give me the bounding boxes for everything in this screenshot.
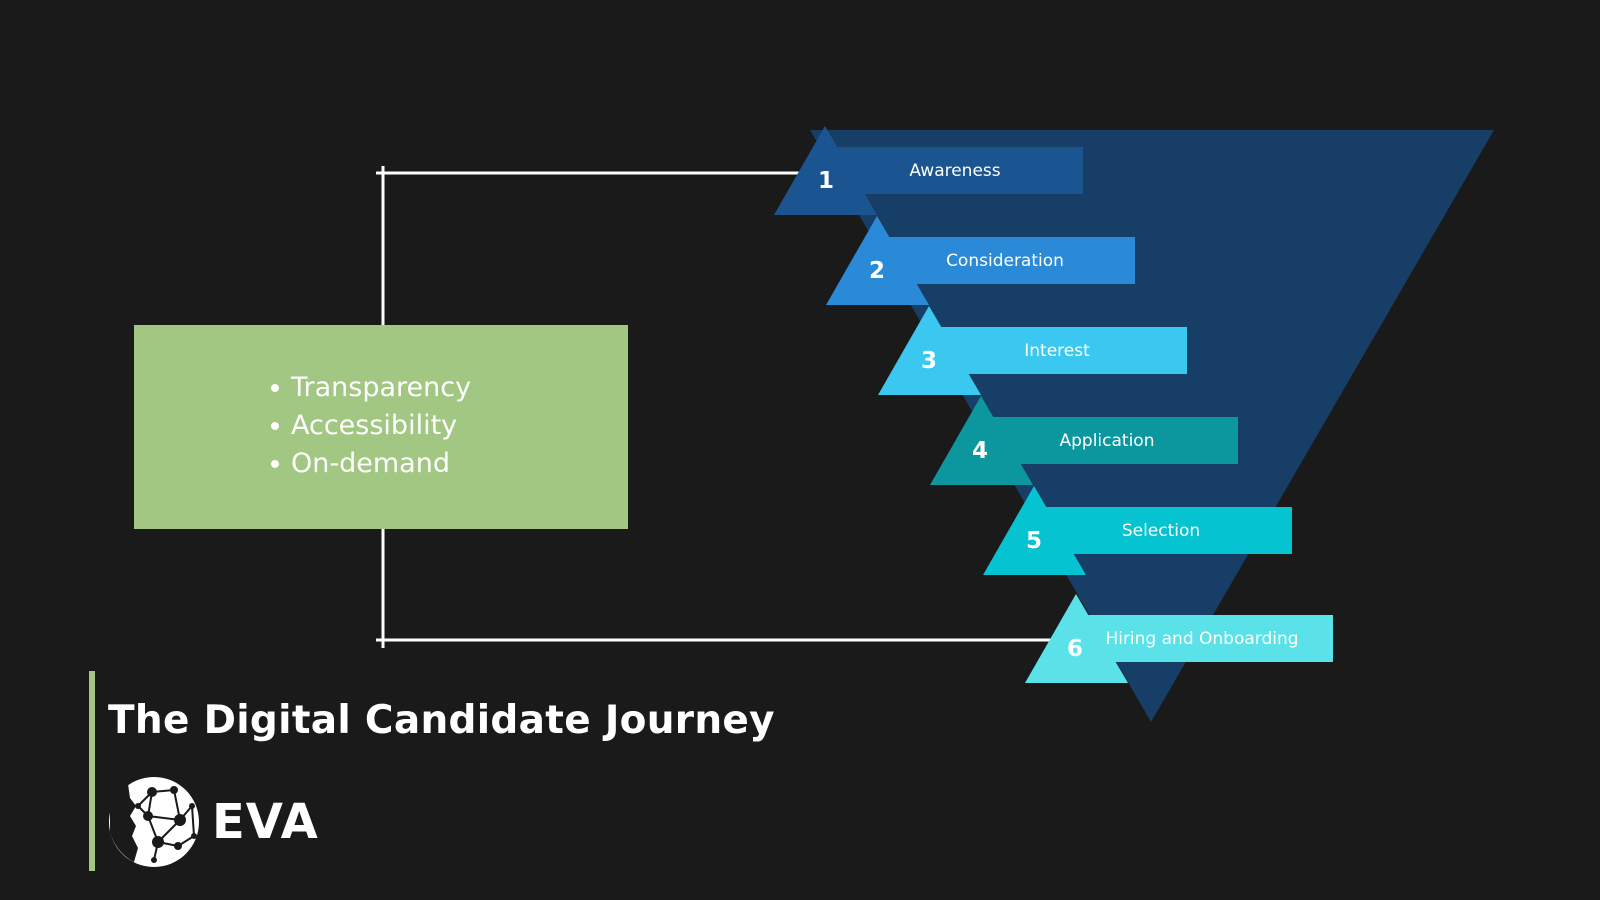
principle-item: Transparency	[290, 372, 471, 403]
stage-label: Hiring and Onboarding	[1105, 629, 1298, 649]
bullet-icon	[271, 422, 279, 430]
stage-number: 4	[972, 438, 988, 464]
bullet-icon	[271, 384, 279, 392]
principles-list: Transparency Accessibility On-demand	[271, 372, 471, 479]
stage-label: Selection	[1122, 521, 1200, 541]
principle-item: On-demand	[291, 448, 450, 479]
stage-number: 5	[1026, 528, 1042, 554]
stage-1: 1 Awareness	[774, 126, 1083, 215]
stage-number: 2	[869, 258, 885, 284]
stage-bar	[930, 327, 1187, 374]
stage-number: 6	[1067, 636, 1083, 662]
bullet-icon	[271, 460, 279, 468]
stage-6: 6 Hiring and Onboarding	[1025, 594, 1333, 683]
brand-name: EVA	[212, 794, 319, 850]
stage-label: Consideration	[946, 251, 1064, 271]
stage-bar	[1077, 615, 1333, 662]
page-title: The Digital Candidate Journey	[108, 698, 775, 743]
brain-network-logo-icon	[109, 777, 199, 867]
principles-box	[134, 325, 628, 529]
stage-label: Awareness	[909, 161, 1000, 181]
brand-logo: EVA	[108, 776, 319, 868]
stage-5: 5 Selection	[983, 486, 1292, 575]
stage-label: Interest	[1024, 341, 1090, 361]
principle-item: Accessibility	[291, 410, 457, 441]
stage-bar	[878, 237, 1135, 284]
stage-number: 3	[921, 348, 937, 374]
stage-4: 4 Application	[930, 396, 1238, 485]
stage-2: 2 Consideration	[826, 216, 1135, 305]
stage-bar	[826, 147, 1083, 194]
stage-label: Application	[1060, 431, 1155, 451]
stage-3: 3 Interest	[878, 306, 1187, 395]
stage-bar	[1035, 507, 1292, 554]
stage-number: 1	[818, 168, 834, 194]
title-accent-bar	[89, 671, 95, 871]
stage-bar	[982, 417, 1238, 464]
